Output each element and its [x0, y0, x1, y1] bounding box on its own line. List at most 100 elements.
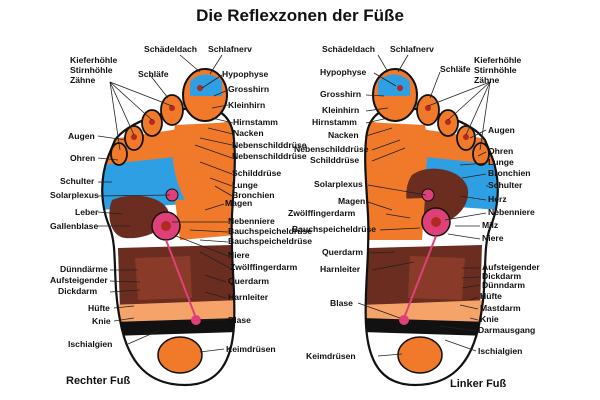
right-stomach-zone — [175, 198, 235, 240]
right-gonad-zone — [157, 336, 203, 374]
label-r-bauchspeicheldruese2: Bauchspeicheldrüse — [228, 236, 312, 246]
left-toe-dot-4 — [463, 134, 469, 140]
left-adrenal-dot — [431, 217, 441, 227]
right-sciatic-band — [110, 318, 235, 336]
label-r-schlafnerv: Schlafnerv — [208, 44, 252, 54]
label-l-ohren: Ohren — [488, 146, 513, 156]
right-small-intestine-zone — [135, 256, 192, 300]
label-l-grosshirn: Grosshirn — [320, 89, 361, 99]
label-l-darmausgang: Darmausgang — [478, 325, 535, 335]
label-l-hypophyse: Hypophyse — [320, 67, 367, 77]
right-foot-labels: Schädeldach Schlafnerv Kieferhöhle Stirn… — [50, 44, 312, 387]
label-r-nacken: Nacken — [233, 128, 264, 138]
label-l-niere: Niere — [482, 233, 504, 243]
label-l-augen: Augen — [488, 125, 515, 135]
label-r-leber: Leber — [75, 207, 99, 217]
right-toe-dot-2 — [169, 105, 175, 111]
label-r-schaedeldach: Schädeldach — [144, 44, 197, 54]
label-r-harnleiter: Harnleiter — [228, 292, 269, 302]
label-l-zwoelffingerdarm: Zwölffingerdarm — [288, 208, 356, 218]
label-l-duenndarm: Dünndarm — [482, 280, 525, 290]
left-toe-5 — [472, 142, 490, 166]
label-r-niere: Niere — [228, 250, 250, 260]
label-l-ischialgien: Ischialgien — [478, 346, 522, 356]
label-r-duenndaerme: Dünndärme — [60, 264, 108, 274]
label-l-nebenschilddruese: Nebenschilddrüse — [294, 144, 369, 154]
label-r-schulter: Schulter — [60, 176, 95, 186]
label-l-milz: Milz — [482, 220, 498, 230]
label-l-kieferhoehle: Kieferhöhle — [474, 55, 521, 65]
label-r-kleinhirn: Kleinhirn — [228, 100, 265, 110]
label-l-zaehne: Zähne — [474, 75, 500, 85]
right-foot — [101, 68, 236, 387]
left-gonad-zone — [397, 336, 443, 374]
label-l-mastdarm: Mastdarm — [480, 303, 521, 313]
right-adrenal-dot — [161, 221, 171, 231]
label-l-kleinhirn: Kleinhirn — [322, 105, 359, 115]
label-l-hirnstamm: Hirnstamm — [312, 117, 357, 127]
diagram-title: Die Reflexzonen der Füße — [196, 6, 404, 25]
label-l-huefte: Hüfte — [480, 291, 502, 301]
label-r-nebenschilddruese1: Nebenschilddrüse — [232, 140, 307, 150]
right-bladder-dot — [191, 315, 201, 325]
label-r-schilddruese: Schilddrüse — [232, 168, 281, 178]
label-r-ohren: Ohren — [70, 153, 95, 163]
right-ureter — [165, 239, 197, 319]
label-r-grosshirn: Grosshirn — [228, 84, 269, 94]
left-toe-dot-3 — [445, 119, 451, 125]
label-l-dickdarm: Dickdarm — [482, 271, 522, 281]
label-l-schlafnerv: Schlafnerv — [390, 44, 434, 54]
caption-right-foot: Rechter Fuß — [66, 375, 130, 387]
label-r-nebenniere: Nebenniere — [228, 216, 275, 226]
left-solar-plexus-dot — [421, 188, 435, 202]
label-r-ischialgien: Ischialgien — [68, 339, 112, 349]
label-l-lunge: Lunge — [488, 157, 514, 167]
left-bladder-dot — [399, 315, 409, 325]
label-l-stirnhoehle: Stirnhöhle — [474, 65, 517, 75]
label-r-zaehne: Zähne — [70, 75, 96, 85]
left-toe-dot-2 — [425, 105, 431, 111]
label-r-schlaefe: Schläfe — [138, 69, 169, 79]
right-hypophyse-dot — [197, 85, 203, 91]
label-l-schlaefe: Schläfe — [440, 64, 471, 74]
label-r-bronchien: Bronchien — [232, 190, 275, 200]
left-ureter — [403, 235, 437, 319]
right-bronchi-zone — [172, 122, 235, 205]
label-l-schulter: Schulter — [488, 180, 523, 190]
left-foot-labels: Schädeldach Schlafnerv Kieferhöhle Stirn… — [288, 44, 540, 390]
label-l-nebenniere: Nebenniere — [488, 207, 535, 217]
label-l-keimdruesen: Keimdrüsen — [306, 351, 356, 361]
label-l-nacken: Nacken — [328, 130, 359, 140]
label-r-querdarm: Querdarm — [228, 276, 269, 286]
label-r-dickdarm: Dickdarm — [58, 286, 98, 296]
label-l-querdarm: Querdarm — [322, 247, 363, 257]
right-toe-dot-3 — [149, 119, 155, 125]
leader-lines — [97, 54, 491, 357]
label-r-gallenblase: Gallenblase — [50, 221, 98, 231]
left-small-intestine-zone — [408, 256, 465, 300]
label-r-aufsteigender: Aufsteigender — [50, 275, 108, 285]
label-l-blase: Blase — [330, 298, 353, 308]
label-r-magen: Magen — [225, 198, 252, 208]
label-r-nebenschilddruese2: Nebenschilddrüse — [232, 151, 307, 161]
left-sciatic-band — [365, 318, 490, 336]
label-l-bronchien: Bronchien — [488, 168, 531, 178]
label-l-bauchspeicheldruese: Bauchspeicheldrüse — [292, 224, 376, 234]
label-r-knie: Knie — [92, 316, 111, 326]
left-stomach-zone — [365, 198, 425, 240]
right-toe-5 — [110, 142, 128, 166]
label-r-hypophyse: Hypophyse — [222, 69, 269, 79]
label-r-solarplexus: Solarplexus — [50, 190, 99, 200]
label-r-hirnstamm: Hirnstamm — [233, 117, 278, 127]
label-l-knie: Knie — [480, 314, 499, 324]
label-r-blase: Blase — [228, 315, 251, 325]
label-r-keimdruesen: Keimdrüsen — [226, 344, 276, 354]
label-r-stirnhoehle: Stirnhöhle — [70, 65, 113, 75]
label-l-harnleiter: Harnleiter — [320, 264, 361, 274]
label-l-schilddruese: Schilddrüse — [310, 155, 359, 165]
left-foot — [364, 68, 499, 387]
label-r-huefte: Hüfte — [88, 303, 110, 313]
label-r-lunge: Lunge — [232, 180, 258, 190]
left-hypophyse-dot — [397, 85, 403, 91]
